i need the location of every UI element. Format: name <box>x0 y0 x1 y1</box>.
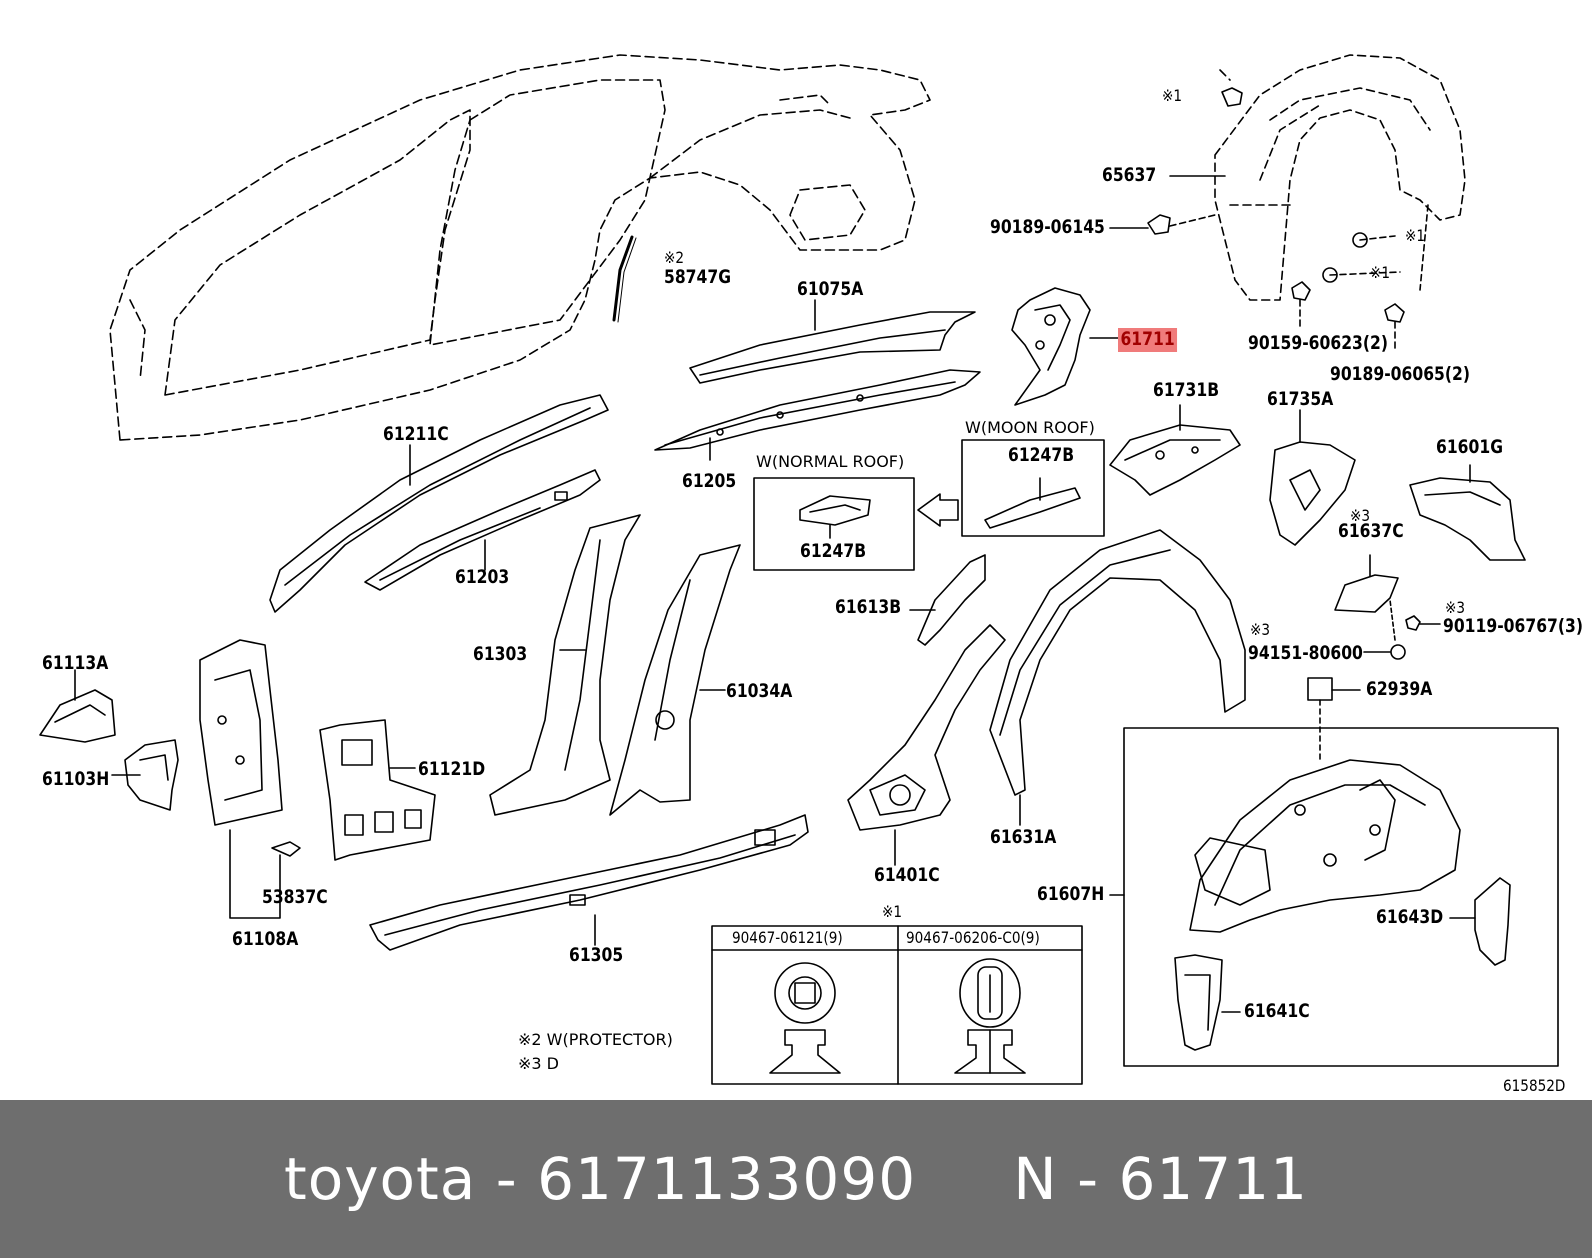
label-61205: 61205 <box>682 470 737 492</box>
diagram-linework <box>39 54 1559 1085</box>
part-61303 <box>489 514 641 816</box>
label-90189-06145: 90189-06145 <box>990 216 1105 238</box>
label-58747G: 58747G <box>664 266 731 288</box>
fasteners-rear <box>1363 599 1441 660</box>
part-53837C <box>271 841 301 857</box>
part-62939A <box>1307 677 1361 761</box>
part-61607H <box>1189 759 1461 933</box>
clip1-drawing <box>769 962 841 1074</box>
diagram-reference-id: 615852D <box>1503 1076 1566 1095</box>
label-65637: 65637 <box>1102 164 1157 186</box>
box-61607H <box>1109 727 1559 1067</box>
caption-bar: toyota - 6171133090 N - 61711 <box>0 1100 1592 1258</box>
label-62939A: 62939A <box>1366 678 1433 700</box>
label-90119-06767: 90119-06767(3) <box>1443 615 1583 637</box>
label-61075A: 61075A <box>797 278 864 300</box>
part-61103H <box>111 739 179 811</box>
part-61121D <box>319 719 436 861</box>
part-61601G <box>1409 464 1526 561</box>
label-61103H: 61103H <box>42 768 110 790</box>
label-53837C: 53837C <box>262 886 328 908</box>
box-moon-roof <box>961 439 1105 537</box>
part-61731B <box>1109 404 1241 496</box>
part-61735A <box>1269 409 1356 546</box>
label-61401C: 61401C <box>874 864 940 886</box>
label-90189-06065: 90189-06065(2) <box>1330 363 1470 385</box>
label-61211C: 61211C <box>383 423 449 445</box>
part-61205 <box>654 369 981 461</box>
label-61108A: 61108A <box>232 928 299 950</box>
label-61247B-normal: 61247B <box>800 540 867 562</box>
fasteners-65637 <box>1109 87 1429 351</box>
label-61203: 61203 <box>455 566 510 588</box>
label-61607H: 61607H <box>1037 883 1105 905</box>
note-mark-3-a: ※3 <box>1350 506 1371 525</box>
label-61643D: 61643D <box>1376 906 1444 928</box>
note-mark-3-c: ※3 <box>1445 598 1466 617</box>
label-61305: 61305 <box>569 944 624 966</box>
clip2-drawing <box>954 958 1026 1074</box>
part-61631A <box>989 529 1246 826</box>
label-61601G: 61601G <box>1436 436 1503 458</box>
note-mark-1-b: ※1 <box>1405 226 1426 245</box>
part-61711 <box>1011 287 1119 406</box>
part-61211C <box>269 394 609 613</box>
box-label-normal-roof: W(NORMAL ROOF) <box>756 452 905 471</box>
part-61075A <box>689 299 976 384</box>
note-2-protector: ※2 W(PROTECTOR) <box>518 1030 673 1049</box>
label-61113A: 61113A <box>42 652 109 674</box>
label-61034A: 61034A <box>726 680 793 702</box>
label-61247B-moon: 61247B <box>1008 444 1075 466</box>
label-61641C: 61641C <box>1244 1000 1310 1022</box>
part-61401C <box>847 624 1006 866</box>
box-normal-roof <box>753 477 915 571</box>
arrow-normal-from-moon <box>917 493 959 527</box>
label-61631A: 61631A <box>990 826 1057 848</box>
part-61034A <box>609 544 741 816</box>
label-61637C: 61637C <box>1338 520 1404 542</box>
label-61613B: 61613B <box>835 596 902 618</box>
note-mark-3-b: ※3 <box>1250 620 1271 639</box>
label-94151-80600: 94151-80600 <box>1248 642 1363 664</box>
note-3-d: ※3 D <box>518 1054 559 1073</box>
parts-diagram: ※2 58747G 61075A 61711 65637 90189-06145… <box>39 54 1583 1095</box>
part-61203 <box>364 469 601 591</box>
part-61637C <box>1334 554 1399 613</box>
box-label-moon-roof: W(MOON ROOF) <box>965 418 1095 437</box>
label-61731B: 61731B <box>1153 379 1220 401</box>
label-61711-highlighted: 61711 <box>1118 328 1178 352</box>
part-61113A <box>39 669 116 743</box>
label-90159-60623: 90159-60623(2) <box>1248 332 1388 354</box>
clip-table <box>711 925 1083 1085</box>
part-61641C <box>1174 954 1241 1051</box>
part-61305 <box>369 814 809 951</box>
note-mark-1-table: ※1 <box>882 902 903 921</box>
label-61121D: 61121D <box>418 758 486 780</box>
label-61303: 61303 <box>473 643 528 665</box>
body-side-outer <box>109 54 931 441</box>
note-mark-1-a: ※1 <box>1162 86 1183 105</box>
part-58747G <box>612 235 634 322</box>
caption-text: toyota - 6171133090 N - 61711 <box>283 1145 1308 1213</box>
note-mark-58747G: ※2 <box>664 248 685 267</box>
label-61735A: 61735A <box>1267 388 1334 410</box>
part-61108A <box>199 639 283 919</box>
clip1-part-number: 90467-06121(9) <box>732 928 843 947</box>
clip2-part-number: 90467-06206-C0(9) <box>906 928 1040 947</box>
part-61613B <box>909 554 986 646</box>
part-61643D <box>1449 877 1511 966</box>
part-65637 <box>1214 54 1466 301</box>
note-mark-1-c: ※1 <box>1370 263 1391 282</box>
